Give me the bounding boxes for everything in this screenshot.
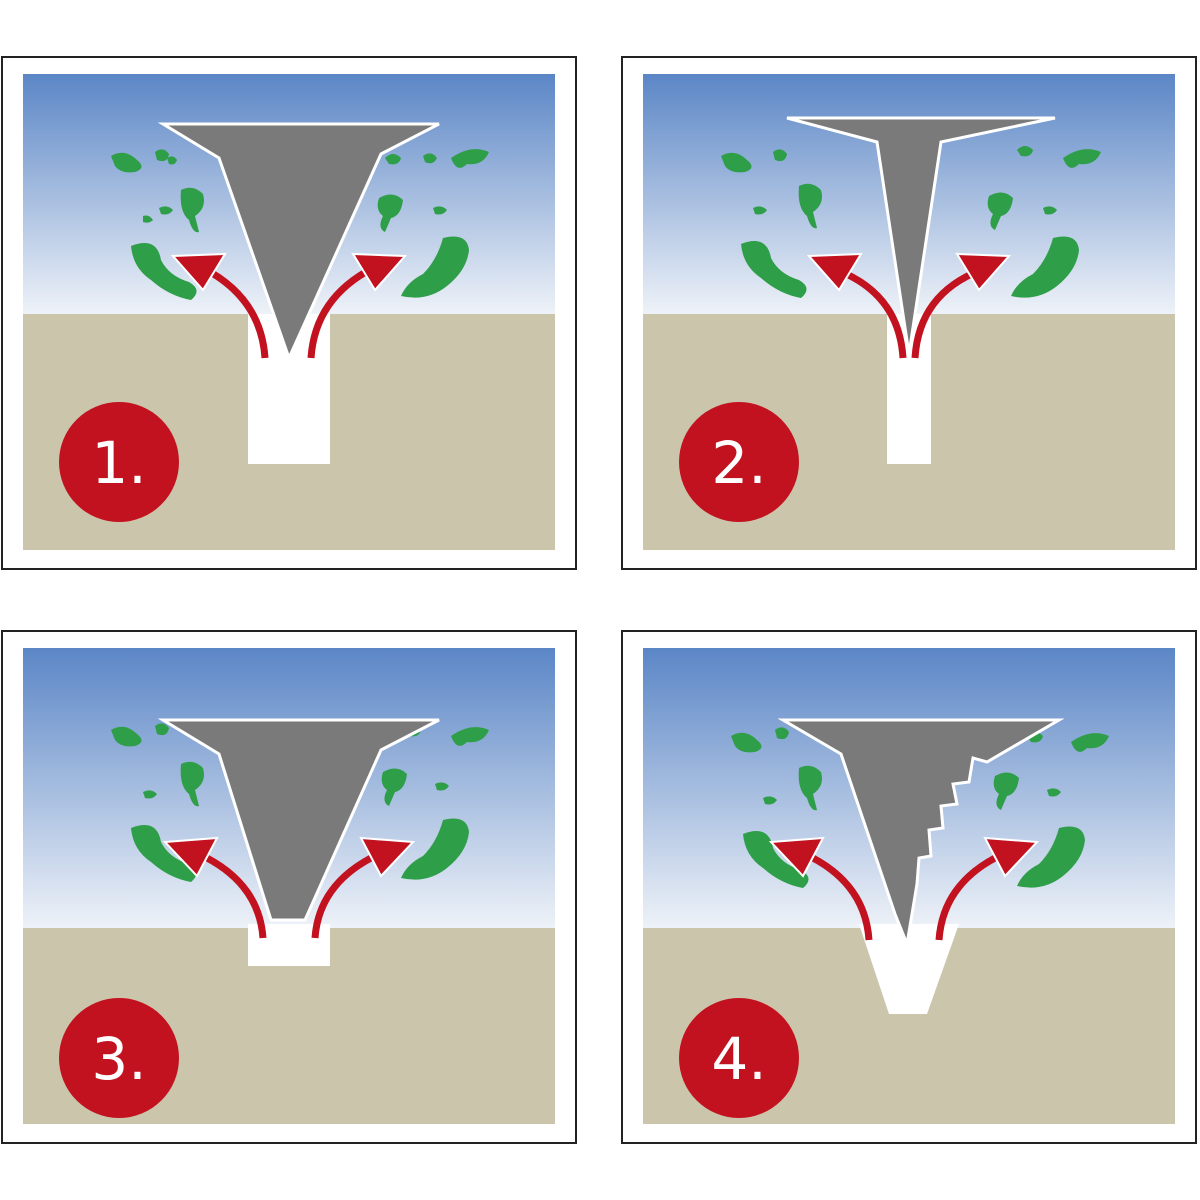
arrow-head-right <box>351 252 408 292</box>
arrow-head-right <box>955 252 1012 292</box>
panel-2-illustration: 2. <box>643 74 1175 550</box>
panel-4-illustration: 4. <box>643 648 1175 1124</box>
panel-4: 4. <box>621 630 1197 1144</box>
plant-icon <box>731 727 1109 888</box>
panel-3-illustration: 3. <box>23 648 555 1124</box>
plant-icon <box>721 146 1101 298</box>
step-badge <box>679 998 799 1118</box>
arrow-head-left <box>162 836 219 878</box>
hole <box>859 924 959 1014</box>
arrow-head-right <box>983 836 1040 878</box>
arrow-head-right <box>359 836 416 878</box>
arrow-icon <box>803 850 1005 941</box>
arrow-icon <box>201 264 375 359</box>
step-badge <box>679 402 799 522</box>
arrow-icon <box>835 266 983 359</box>
step-number-label: 3. <box>91 1025 146 1093</box>
stake-icon <box>786 116 1056 355</box>
arrow-head-left <box>806 252 863 292</box>
step-number-label: 2. <box>711 429 766 497</box>
step-number-label: 4. <box>711 1025 766 1093</box>
panel-3: 3. <box>1 630 577 1144</box>
arrow-icon <box>197 850 381 939</box>
panel-1-illustration: 1. <box>23 74 555 550</box>
panel-2: 2. <box>621 56 1197 570</box>
plant-icon <box>111 149 489 300</box>
arrow-head-left <box>768 836 825 878</box>
stake-icon <box>157 122 440 363</box>
stake-icon <box>157 718 440 922</box>
arrow-head-left <box>170 252 227 292</box>
step-number-label: 1. <box>91 429 146 497</box>
step-badge <box>59 402 179 522</box>
plant-icon <box>111 723 489 882</box>
stake-icon <box>777 718 1065 950</box>
panel-1: 1. <box>1 56 577 570</box>
step-badge <box>59 998 179 1118</box>
